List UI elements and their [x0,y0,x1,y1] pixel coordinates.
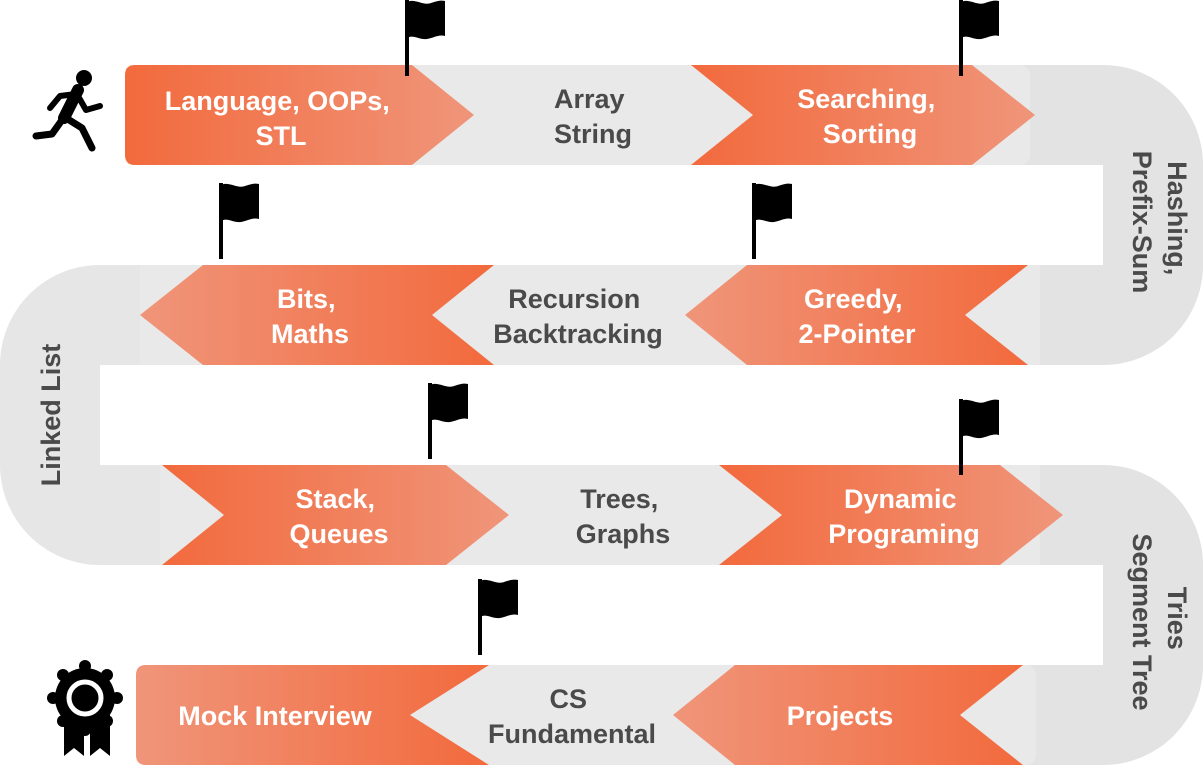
svg-text:Bits, Maths: Bits, Maths [271,284,349,349]
step-label-line: Trees, [580,484,658,514]
step-projects: Projects [673,665,1023,765]
step-label-line: Backtracking [493,319,663,349]
turn-label-line: Tries [1162,587,1192,650]
turn-label-line: Prefix-Sum [1127,151,1157,294]
svg-text:Tries Segment Tree: Tries Segment Tree [1127,533,1192,710]
flag-icon [219,183,259,259]
turn-label-hashing-prefix-sum: Hashing, Prefix-Sum [1127,151,1192,294]
svg-text:Searching, Sorting: Searching, Sorting [797,84,943,149]
svg-text:Language, OOPs, STL: Language, OOPs, STL [165,86,398,151]
step-label-line: Dynamic [844,484,957,514]
svg-text:Array String: Array String [554,84,632,149]
flag-icon [478,579,518,655]
step-mock-interview: Mock Interview [136,665,489,765]
step-recursion-backtracking: Recursion Backtracking [493,284,663,349]
step-label-line: Maths [271,319,349,349]
step-label-line: Sorting [823,119,918,149]
step-label-line: Queues [289,519,388,549]
step-label-line: Graphs [576,519,671,549]
svg-text:CS Fundamental: CS Fundamental [488,684,656,749]
svg-text:Hashing, Prefix-Sum: Hashing, Prefix-Sum [1127,151,1192,294]
award-badge-icon [47,660,123,756]
step-label-line: CS [549,684,587,714]
svg-text:Mock Interview: Mock Interview [178,701,373,731]
svg-text:Trees, Graphs: Trees, Graphs [576,484,671,549]
step-label-line: String [554,119,632,149]
step-label-line: 2-Pointer [798,319,916,349]
svg-text:Recursion Backtracking: Recursion Backtracking [493,284,663,349]
step-label-line: Stack, [295,484,375,514]
svg-text:Projects: Projects [787,701,894,731]
flag-icon [959,399,999,475]
turn-label-line: Hashing, [1162,161,1192,275]
step-label-line: Recursion [508,284,640,314]
flag-icon [752,183,792,259]
svg-text:Stack, Queues: Stack, Queues [289,484,388,549]
turn-label-line: Linked List [36,344,66,487]
step-label-line: Array [554,84,625,114]
step-label-line: Programing [828,519,980,549]
turn-label-tries-segment-tree: Tries Segment Tree [1127,533,1192,710]
step-trees-graphs: Trees, Graphs [576,484,671,549]
step-cs-fundamental: CS Fundamental [488,684,656,749]
step-label: Mock Interview [178,701,373,731]
step-label-line: Fundamental [488,719,656,749]
track-path [0,65,1203,765]
running-person-icon [32,70,103,152]
step-label-line: Language, OOPs, [165,86,390,116]
step-label-line: Greedy, [804,284,903,314]
step-array-string: Array String [554,84,632,149]
step-greedy-2-pointer: Greedy, 2-Pointer [685,265,1028,365]
step-language-oops-stl: Language, OOPs, STL [125,65,474,165]
flag-icon [959,0,999,76]
turn-label-linked-list: Linked List [36,344,66,487]
svg-text:Linked List: Linked List [36,344,66,487]
step-searching-sorting: Searching, Sorting [691,65,1035,165]
step-label-line: Bits, [277,284,336,314]
flag-icon [428,383,468,459]
step-stack-queues: Stack, Queues [162,465,509,565]
step-label-line: STL [256,121,307,151]
turn-label-line: Segment Tree [1127,533,1157,710]
svg-text:Dynamic Programing: Dynamic Programing [828,484,980,549]
step-dynamic-programing: Dynamic Programing [719,465,1063,565]
flag-icon [405,0,445,76]
svg-text:Greedy, 2-Pointer: Greedy, 2-Pointer [798,284,916,349]
step-label-line: Searching, [797,84,935,114]
step-label: Projects [787,701,894,731]
step-bits-maths: Bits, Maths [140,265,494,365]
